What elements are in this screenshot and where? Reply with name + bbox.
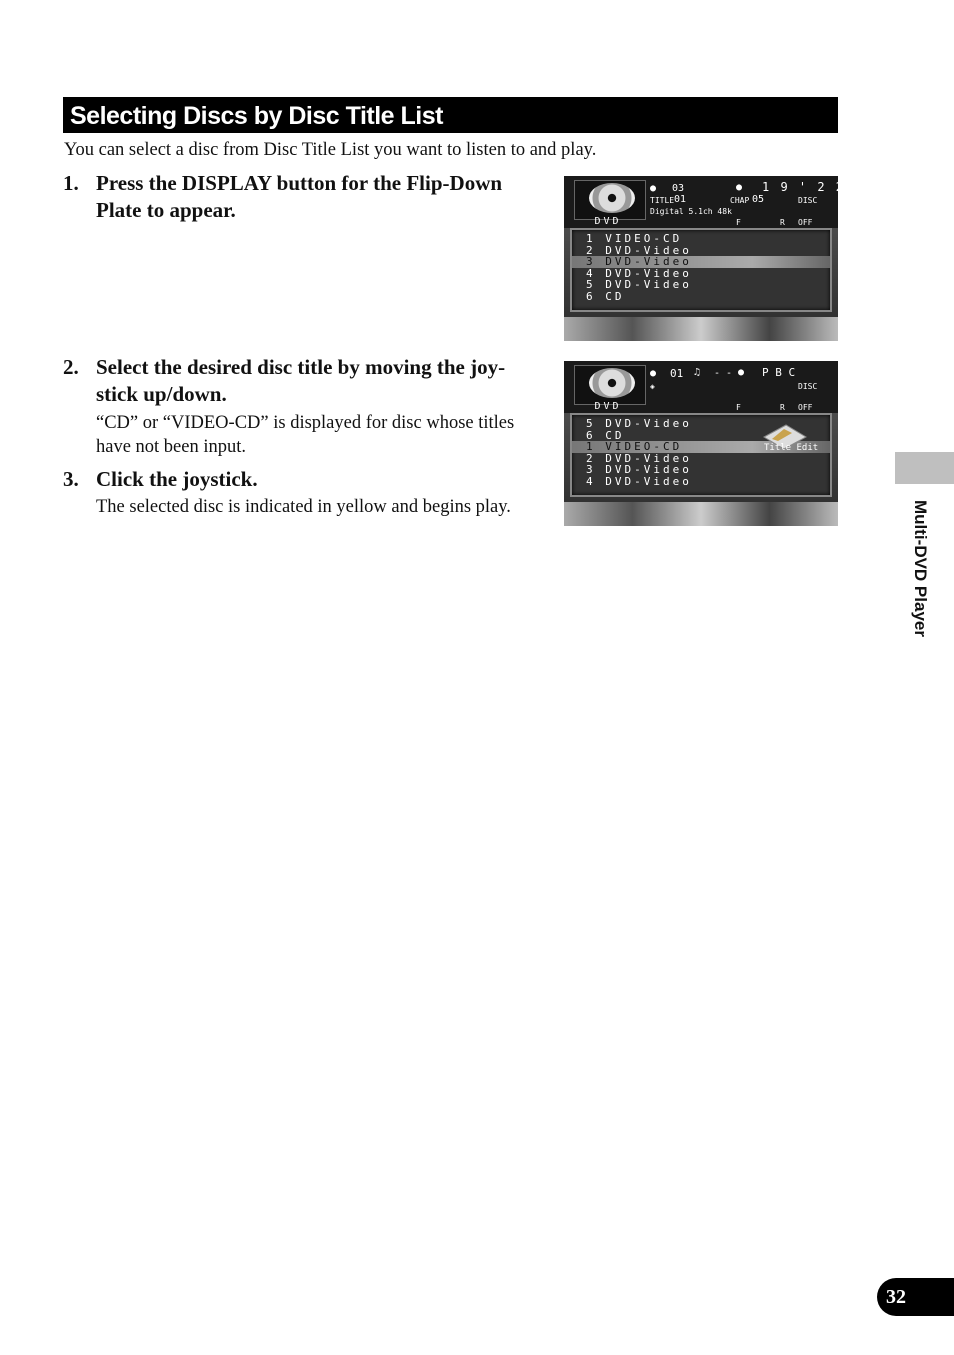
- step-text: Select the desired disc title by moving …: [96, 355, 506, 406]
- list-item[interactable]: 4 DVD-Video: [586, 474, 692, 488]
- page-number: 32: [877, 1278, 954, 1316]
- track-number: 01: [670, 367, 684, 380]
- list-item-selected[interactable]: 1 VIDEO-CD: [572, 441, 830, 453]
- step-text: Press the DISPLAY button for the Flip-Do…: [96, 171, 503, 222]
- disc-title-list-screen-1: DVD ● 03 ● 1 9 ' 2 2" TITLE 01 CHAP 05 D…: [564, 176, 838, 341]
- title-number: 01: [674, 194, 687, 205]
- step-3: 3. Click the joystick.: [63, 466, 543, 493]
- track-dash: - -: [714, 368, 733, 379]
- background-scene: [564, 502, 838, 526]
- link-icon: ◈: [650, 382, 655, 391]
- step-number: 2.: [63, 355, 79, 379]
- list-item[interactable]: 4 DVD-Video: [586, 266, 692, 280]
- disc-mini-icon: ●: [738, 367, 745, 378]
- disc-indicator: DISC: [798, 196, 818, 205]
- disc-artwork: [574, 180, 646, 220]
- list-item[interactable]: 5 DVD-Video: [586, 278, 692, 291]
- clock-icon: ●: [736, 182, 743, 193]
- list-item[interactable]: 3 DVD-Video: [586, 463, 692, 476]
- section-title: Selecting Discs by Disc Title List: [63, 97, 838, 133]
- disc-number: 03: [672, 183, 685, 194]
- time-display: 1 9 ' 2 2": [762, 180, 838, 194]
- rear-indicator: R: [780, 403, 785, 412]
- step-1: 1. Press the DISPLAY button for the Flip…: [63, 170, 543, 224]
- rear-indicator: R: [780, 218, 785, 227]
- chap-number: 05: [752, 194, 765, 205]
- disc-icon: [589, 368, 635, 398]
- list-item[interactable]: 5 DVD-Video: [586, 417, 692, 430]
- audio-format: Digital 5.1ch 48k: [650, 207, 732, 216]
- disc-small-icon: ●: [650, 183, 657, 194]
- off-indicator: OFF: [798, 403, 813, 412]
- step-text: Click the joystick.: [96, 467, 258, 491]
- disc-small-icon: ●: [650, 368, 657, 379]
- disc-artwork: [574, 365, 646, 405]
- step-3-note: The selected disc is indicated in yellow…: [96, 497, 511, 517]
- disc-indicator: DISC: [798, 382, 818, 391]
- front-indicator: F: [736, 403, 741, 412]
- background-scene: [564, 317, 838, 341]
- pbc-indicator: P B C: [762, 366, 796, 379]
- list-item[interactable]: 2 DVD-Video: [586, 451, 692, 465]
- title-label: TITLE: [650, 196, 675, 205]
- disc-icon: [589, 183, 635, 213]
- list-item[interactable]: 2 DVD-Video: [586, 243, 692, 257]
- list-item-selected[interactable]: 3 DVD-Video: [572, 256, 830, 268]
- intro-text: You can select a disc from Disc Title Li…: [64, 140, 597, 160]
- title-edit-label: Title Edit: [764, 443, 819, 453]
- list-item[interactable]: 6 CD: [586, 428, 625, 442]
- disc-type-label: DVD: [594, 401, 622, 412]
- chapter-side-label: Multi-DVD Player: [911, 500, 930, 637]
- chap-label: CHAP: [730, 196, 750, 205]
- step-number: 1.: [63, 171, 79, 195]
- music-note-icon: ♫: [694, 367, 701, 378]
- list-item[interactable]: 1 VIDEO-CD: [586, 232, 683, 245]
- step-2-note: “CD” or “VIDEO-CD” is displayed for disc…: [96, 413, 515, 457]
- disc-title-list: 1 VIDEO-CD 2 DVD-Video 3 DVD-Video 4 DVD…: [570, 228, 832, 312]
- front-indicator: F: [736, 218, 741, 227]
- disc-type-label: DVD: [594, 216, 622, 227]
- title-edit-icon[interactable]: [756, 421, 810, 455]
- off-indicator: OFF: [798, 218, 813, 227]
- step-number: 3.: [63, 467, 79, 491]
- disc-title-list-screen-2: DVD ● 01 ♫ - - ● P B C ◈ DISC F R OFF 5 …: [564, 361, 838, 526]
- step-2: 2. Select the desired disc title by movi…: [63, 354, 543, 408]
- chapter-tab: [895, 452, 954, 484]
- list-item[interactable]: 6 CD: [586, 289, 625, 303]
